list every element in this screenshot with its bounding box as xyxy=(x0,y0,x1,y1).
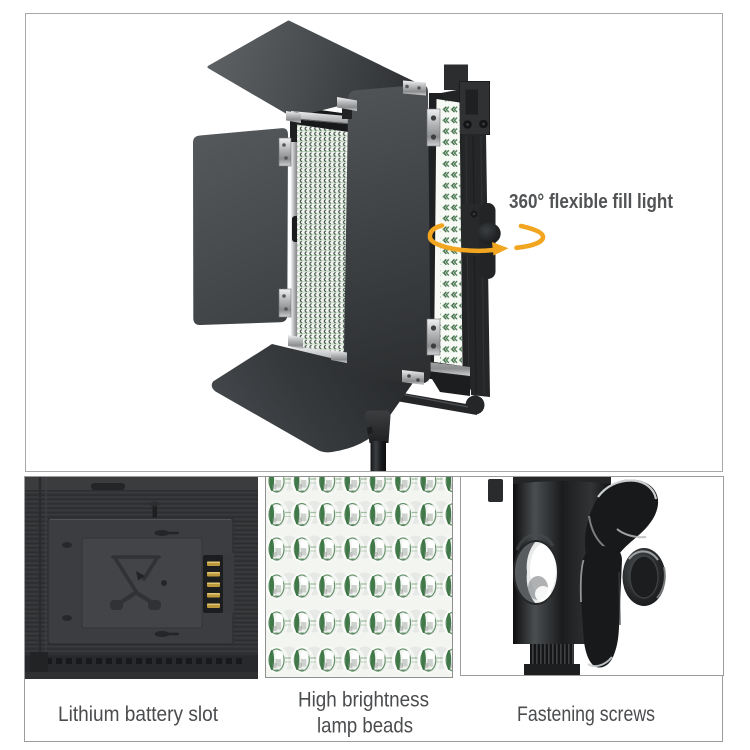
svg-text:High brightness: High brightness xyxy=(298,689,429,712)
svg-text:lamp beads: lamp beads xyxy=(317,715,413,738)
svg-text:Lithium battery slot: Lithium battery slot xyxy=(58,703,218,726)
svg-text:360° flexible fill light: 360° flexible fill light xyxy=(509,191,673,213)
svg-text:Fastening screws: Fastening screws xyxy=(517,703,655,726)
